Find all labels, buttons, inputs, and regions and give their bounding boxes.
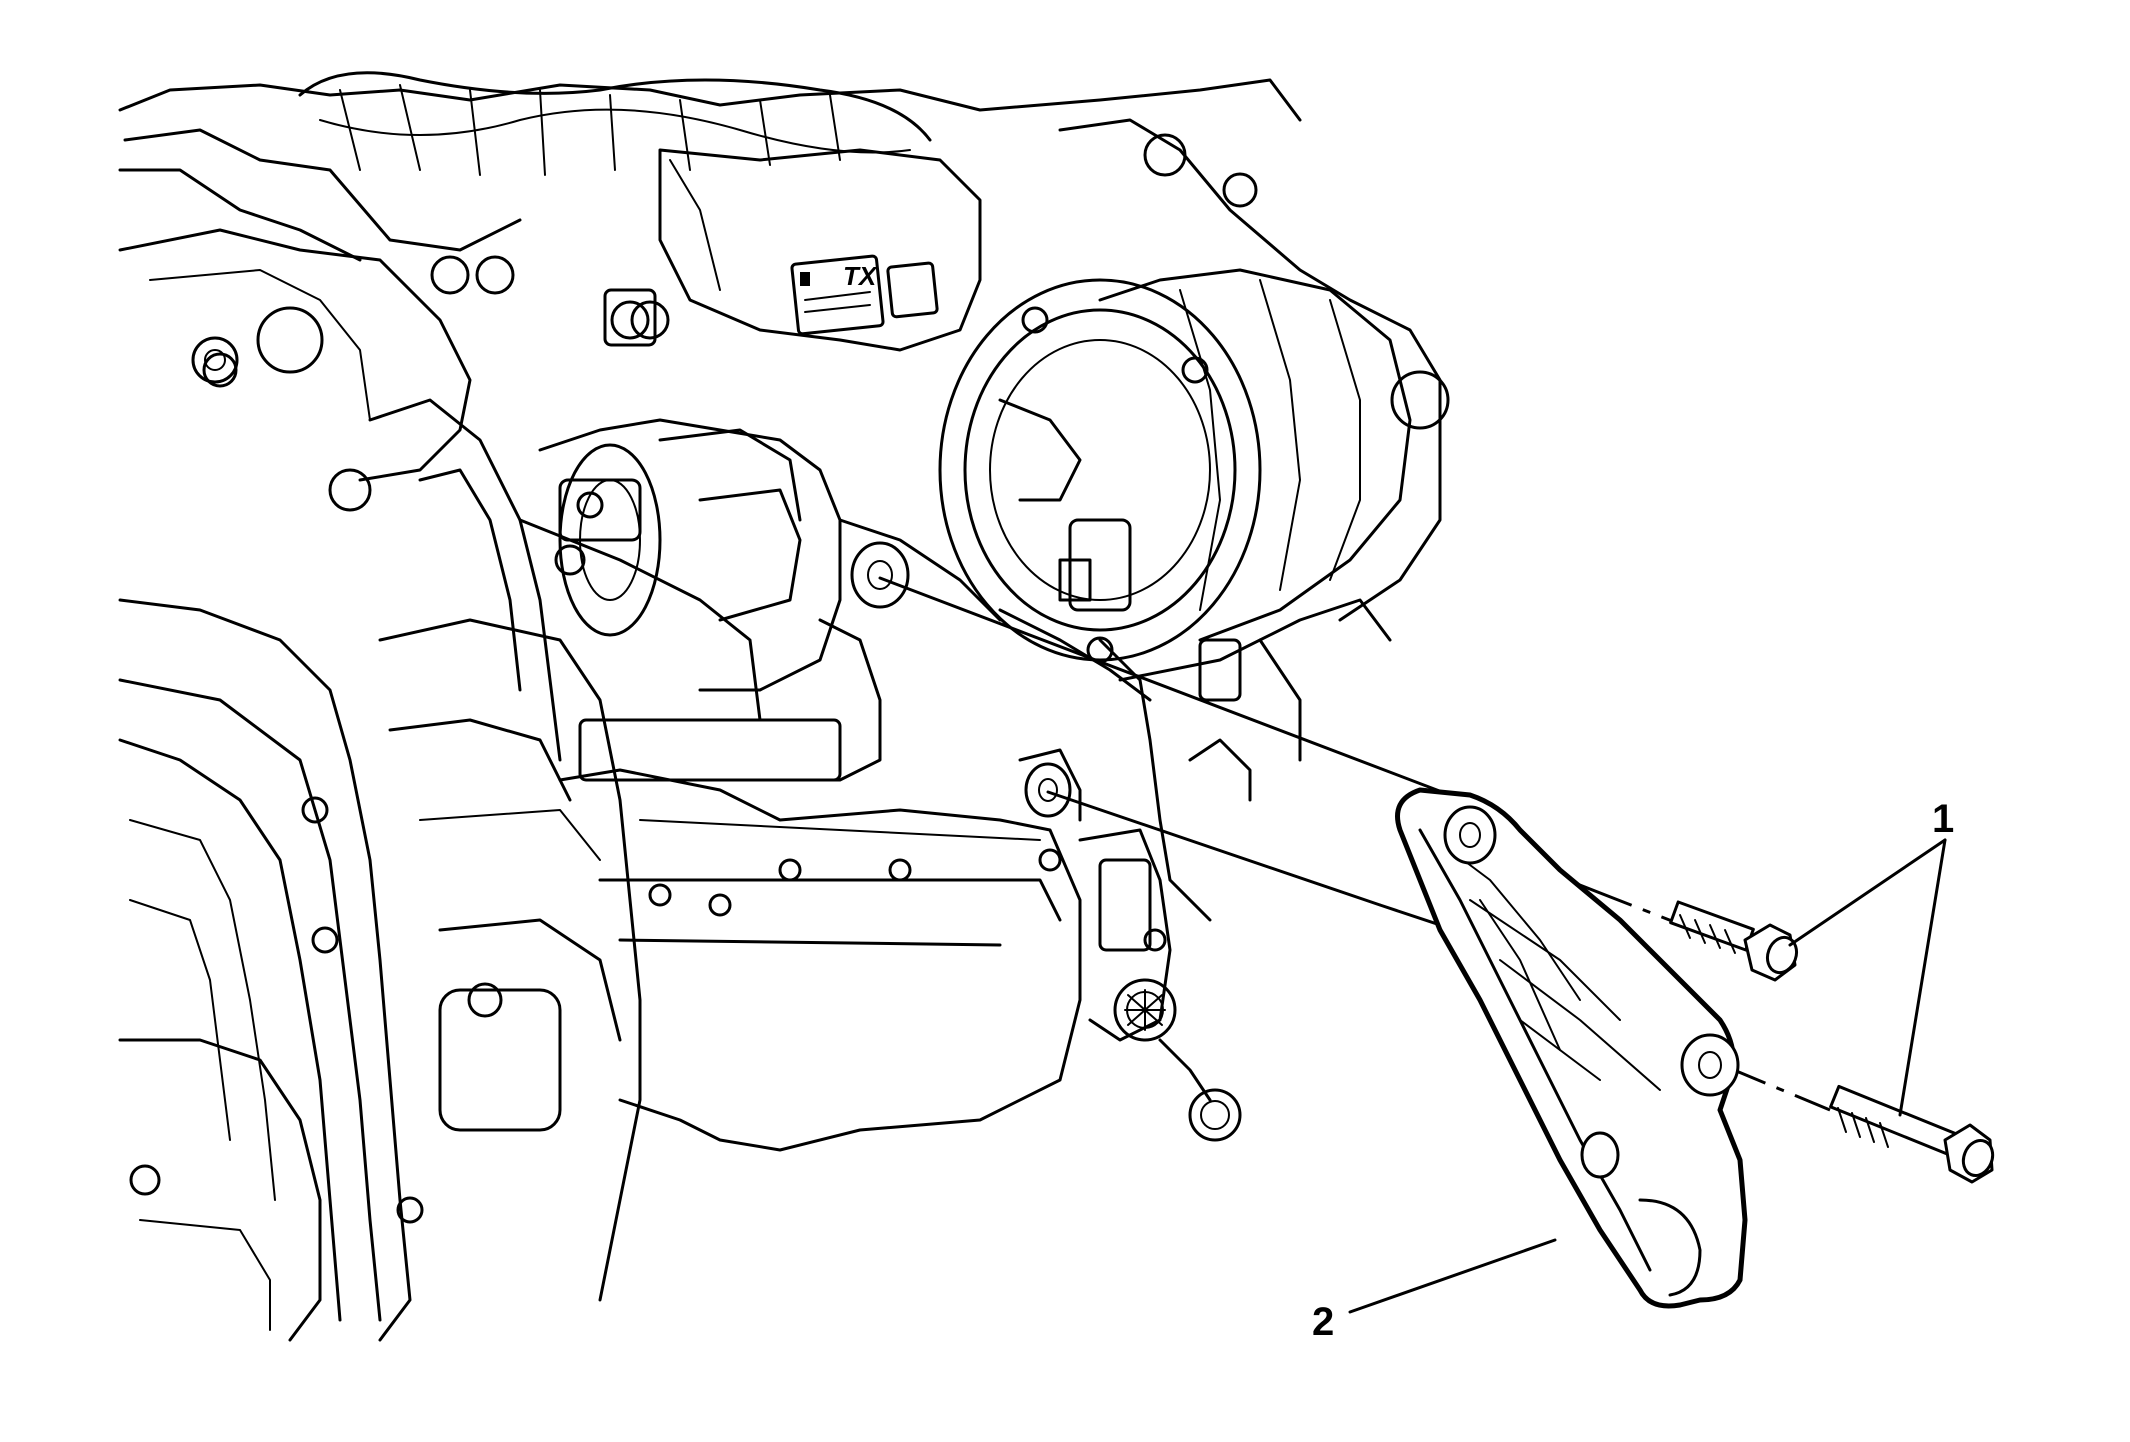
- heat-shield: TX: [630, 148, 982, 352]
- callout-label-2: 2: [1312, 1300, 1334, 1344]
- callout-label-1: 1: [1932, 797, 1954, 841]
- starter-motor: [538, 418, 1002, 782]
- callout-leader-2: [1348, 1238, 1557, 1314]
- engine-block: [118, 71, 1302, 1342]
- generator: [938, 118, 1450, 922]
- bolt-lower: [1829, 1084, 1995, 1184]
- bolt-upper: [1669, 900, 1799, 982]
- oil-pan-sensor: [1078, 738, 1252, 1142]
- block-mount-boss: [1018, 748, 1082, 822]
- callout-leader-1: [1788, 838, 1947, 1117]
- plate-marking-label: TX: [843, 261, 878, 291]
- engine-mount-bracket: [1395, 787, 1748, 1309]
